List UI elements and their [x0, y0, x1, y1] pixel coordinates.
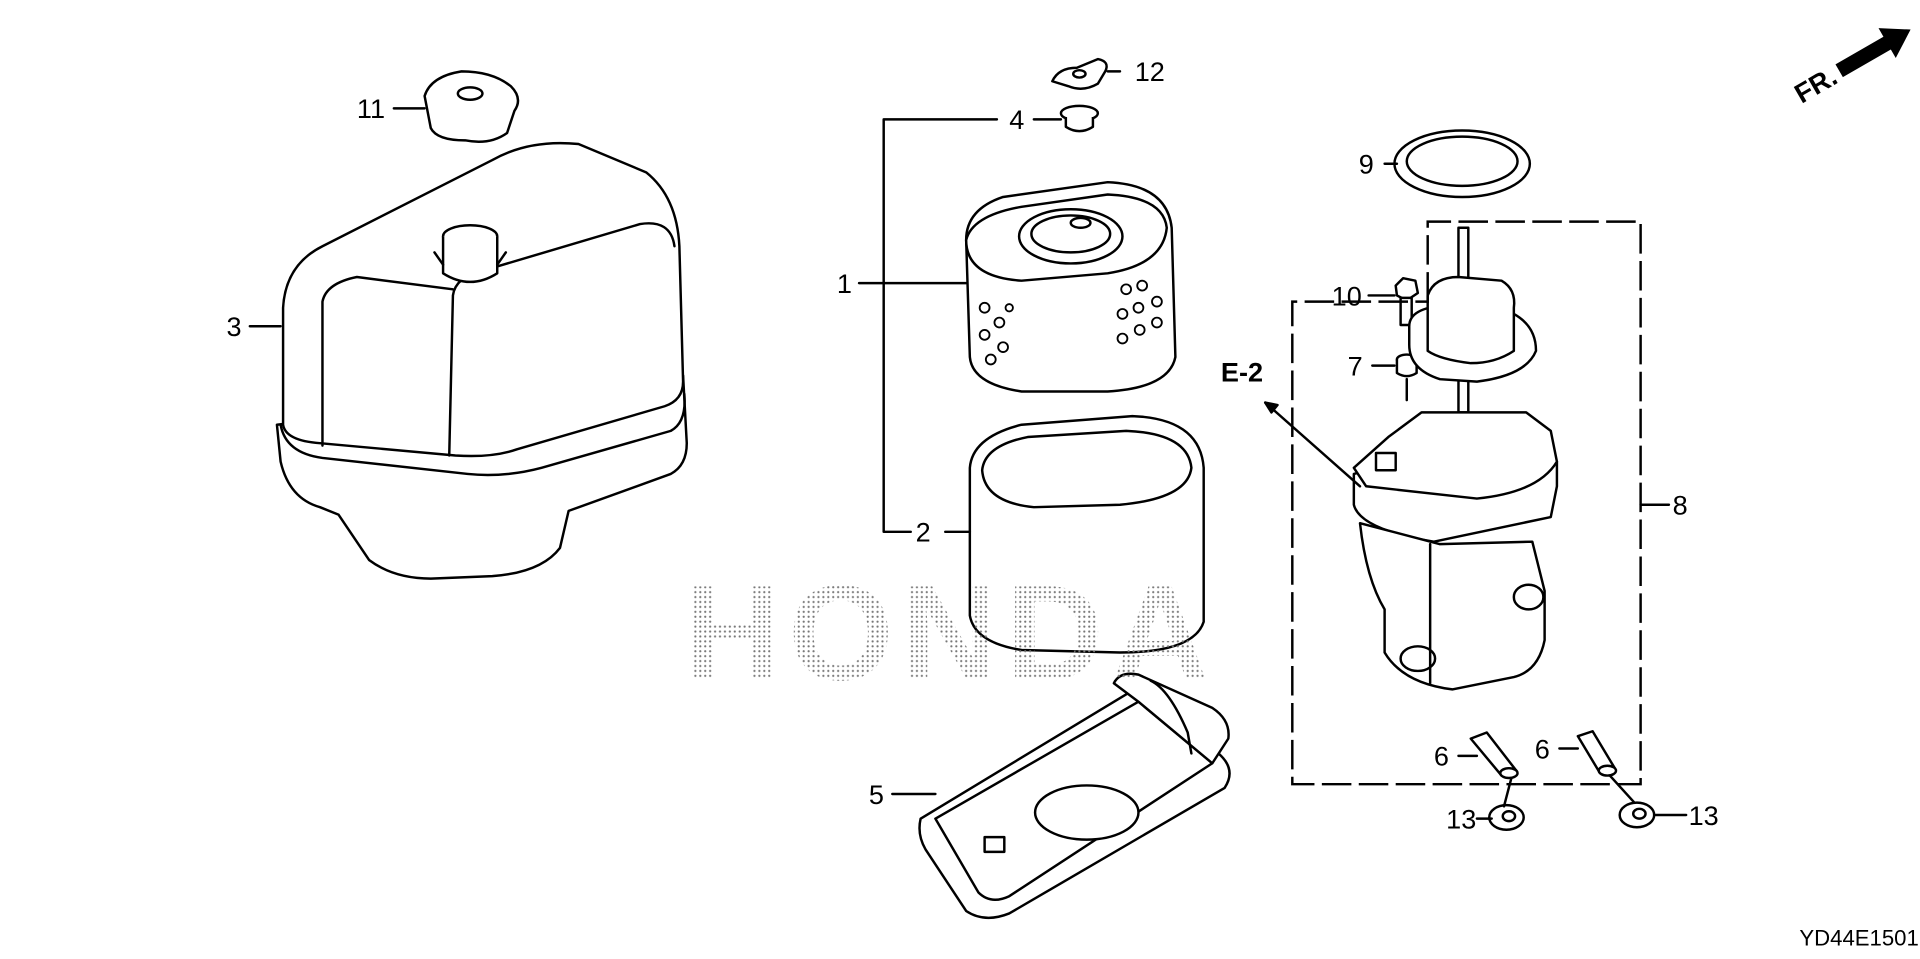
callout-6: 6	[1535, 733, 1550, 764]
callout-5: 5	[869, 779, 884, 810]
fuel-cap[interactable]	[423, 70, 520, 143]
foam-pre-filter[interactable]	[968, 414, 1205, 654]
leader-lines	[248, 70, 1688, 820]
gasket-ring[interactable]	[1393, 129, 1532, 199]
spacer-right[interactable]	[1576, 730, 1618, 777]
fr-label: FR.	[1789, 60, 1842, 109]
flange-nut-left[interactable]	[1488, 803, 1525, 831]
bolt[interactable]	[1394, 276, 1420, 327]
callout-7: 7	[1348, 350, 1363, 381]
reference-e2[interactable]: E-2	[1221, 357, 1263, 388]
callouts: 1 2 3 4 5 6 6 7 8 9 10 11 12 13 13 E-2	[226, 56, 1718, 834]
air-cleaner-base[interactable]	[918, 672, 1231, 919]
callout-12: 12	[1135, 56, 1165, 87]
flange-nut-right[interactable]	[1618, 801, 1656, 829]
fuel-strainer-assembly[interactable]	[1352, 226, 1559, 691]
assembly-bracket	[1291, 220, 1642, 786]
callout-2: 2	[916, 517, 931, 548]
callout-9: 9	[1359, 149, 1374, 180]
honda-watermark: HONDA	[683, 557, 1216, 709]
air-filter-element[interactable]	[964, 180, 1177, 393]
callout-8: 8	[1673, 490, 1688, 521]
callout-1: 1	[837, 268, 852, 299]
callout-11: 11	[357, 93, 385, 124]
wing-nut[interactable]	[1051, 57, 1108, 90]
callout-13: 13	[1446, 804, 1476, 835]
front-direction-indicator: FR.	[1789, 28, 1911, 109]
callout-6: 6	[1434, 741, 1449, 772]
callout-13: 13	[1689, 800, 1719, 831]
figure-code: YD44E1501	[1799, 925, 1918, 950]
callout-4: 4	[1009, 104, 1024, 135]
fuel-tank[interactable]	[275, 141, 689, 580]
spacer-left[interactable]	[1469, 731, 1519, 780]
callout-10: 10	[1332, 280, 1362, 311]
grommet[interactable]	[1059, 104, 1100, 133]
arrow-icon	[1835, 28, 1911, 78]
callout-3: 3	[226, 311, 241, 342]
